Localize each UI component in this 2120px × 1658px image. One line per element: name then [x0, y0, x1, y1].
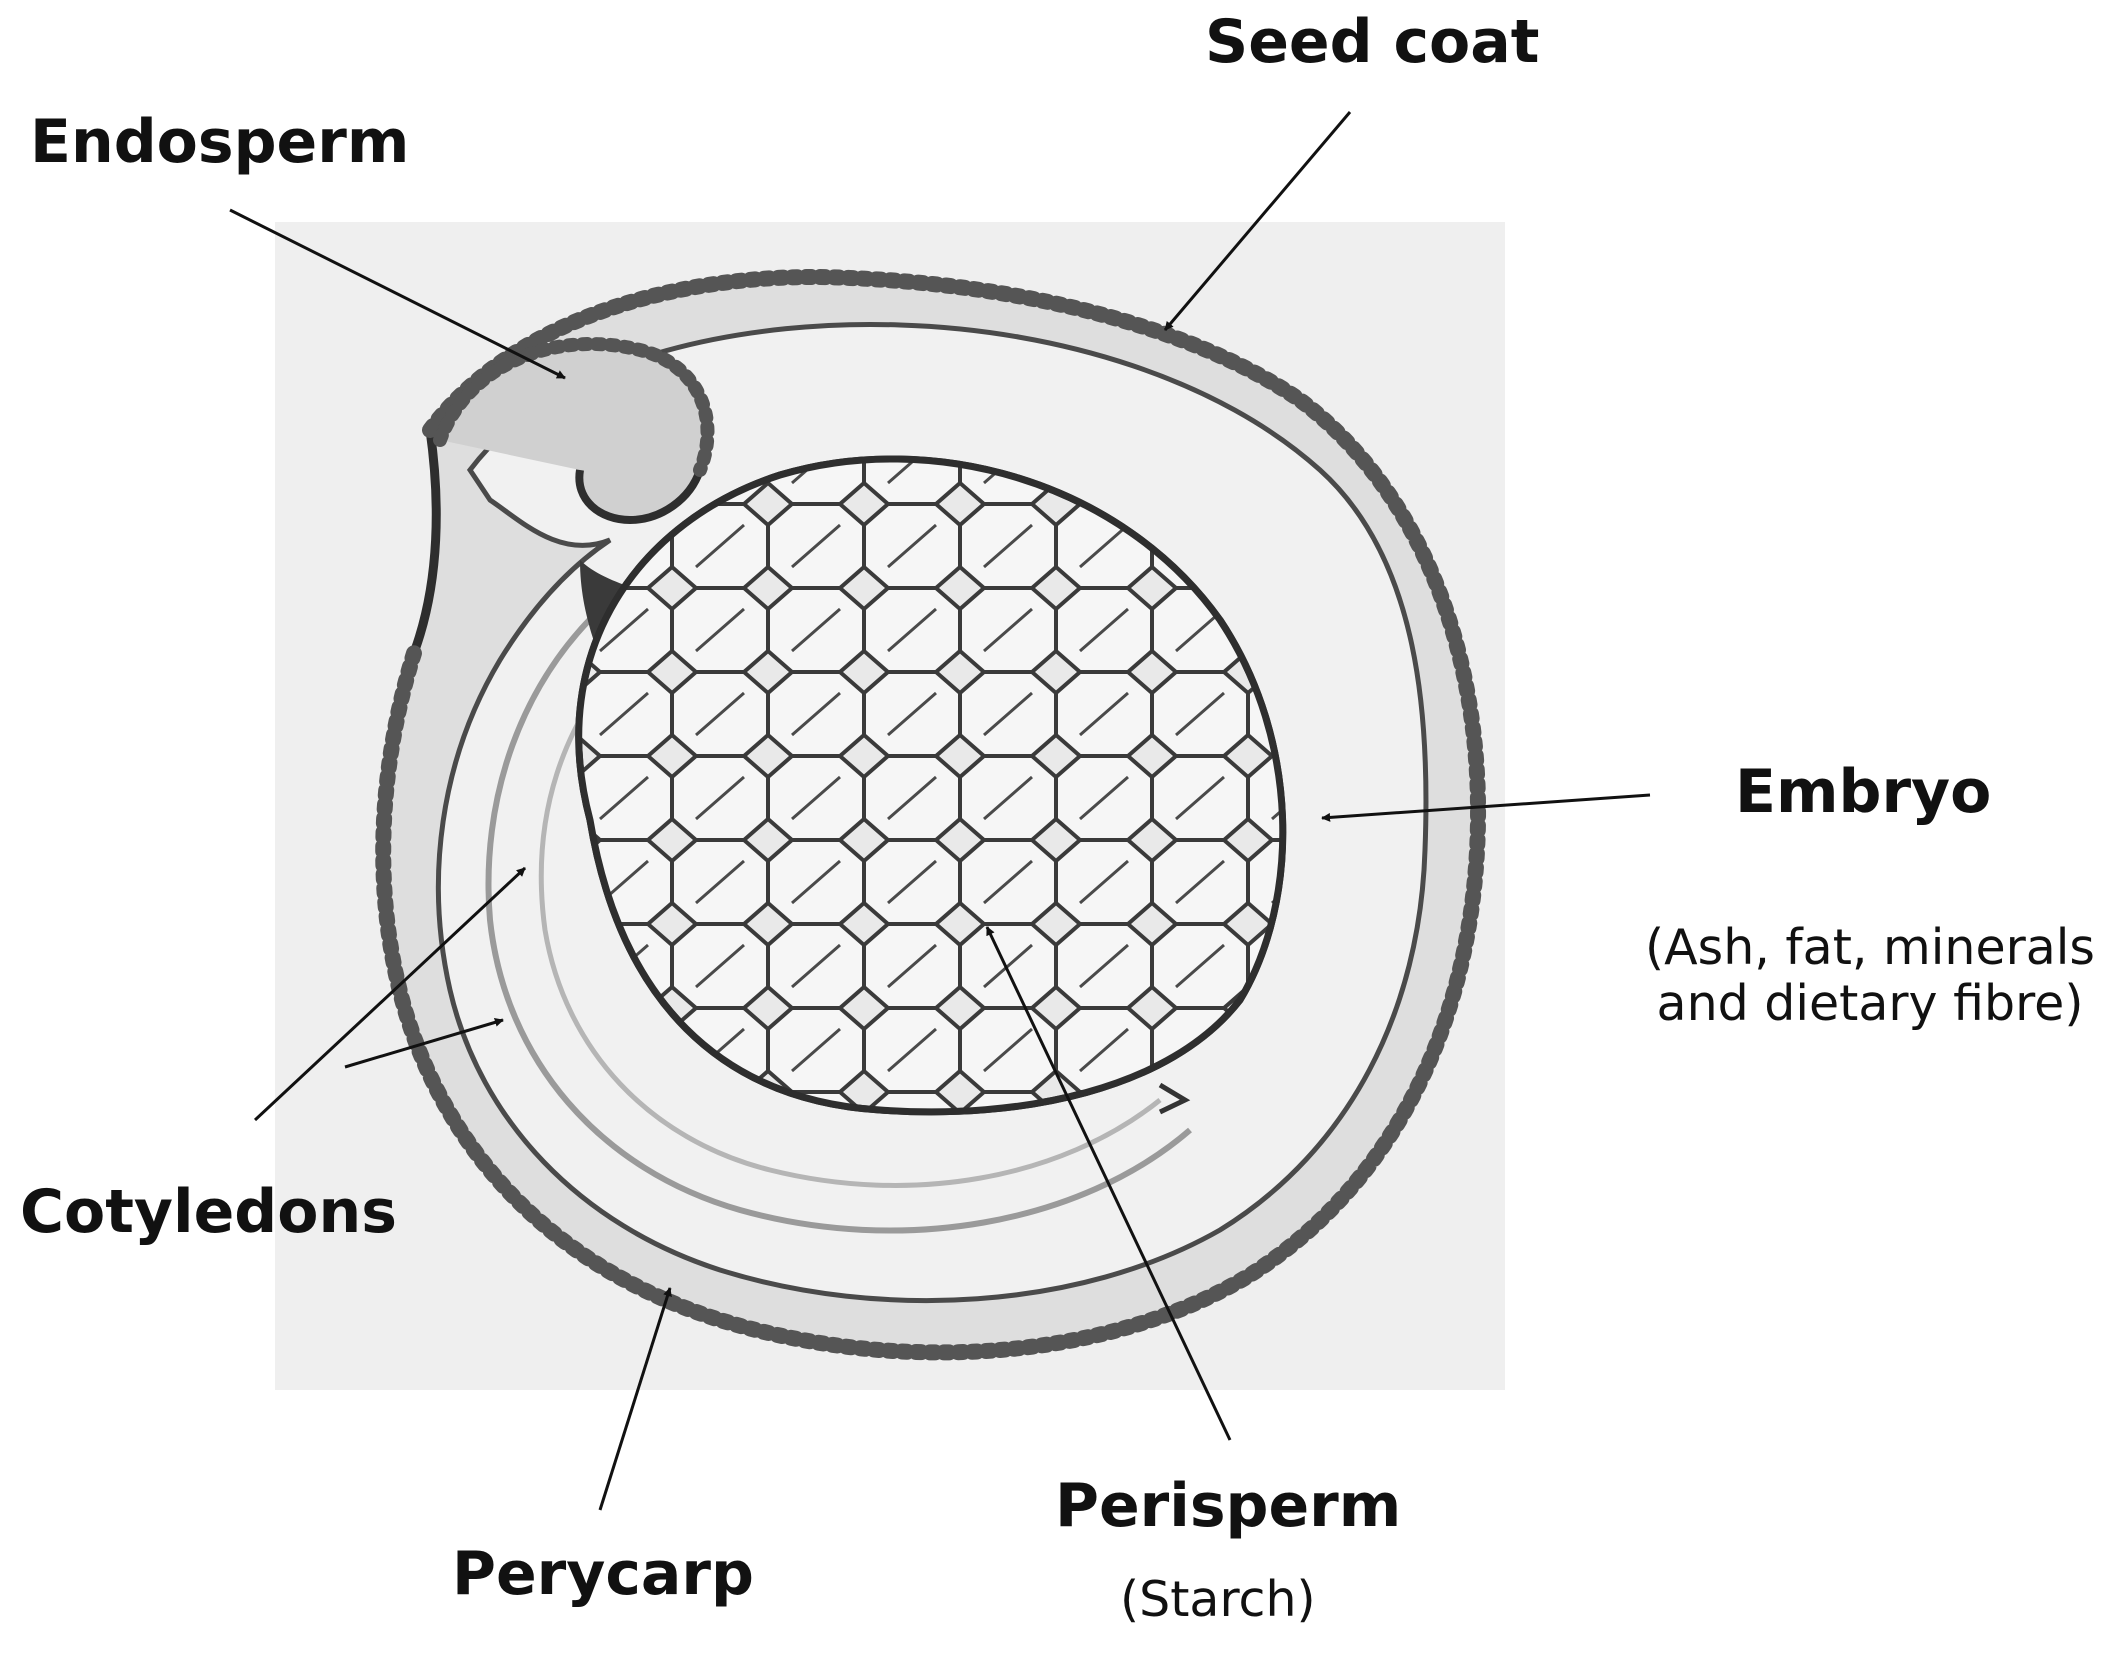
- label-endosperm: Endosperm: [30, 107, 410, 177]
- label-cotyledons: Cotyledons: [20, 1177, 397, 1247]
- perisperm-arrow: [985, 926, 1232, 1441]
- seed-coat-arrow: [1163, 111, 1352, 331]
- perycarp-arrow: [598, 1287, 672, 1511]
- label-embryo-note-line2: and dietary fibre): [1656, 975, 2084, 1033]
- cotyledons-arrow-upper: [253, 866, 527, 1122]
- perisperm-outline: [575, 455, 1287, 1116]
- endosperm-fold-dots: [433, 337, 715, 477]
- embryo-arrow: [1321, 793, 1651, 822]
- cotyledon-band-outer: [485, 597, 1192, 1234]
- perisperm-cells: [578, 458, 1283, 1112]
- label-perisperm-note: (Starch): [1120, 1571, 1316, 1628]
- seed-coat-rim: [375, 269, 1487, 1361]
- label-perisperm: Perisperm: [1055, 1471, 1402, 1541]
- cotyledons-arrow-lower: [344, 1017, 504, 1069]
- label-seed-coat: Seed coat: [1205, 7, 1540, 77]
- label-perycarp: Perycarp: [452, 1539, 754, 1609]
- endosperm-arrow: [229, 208, 566, 380]
- label-embryo: Embryo: [1735, 757, 1992, 827]
- embryo-tip-mark: [1158, 1082, 1191, 1115]
- cotyledon-band-inner: [538, 638, 1162, 1188]
- label-embryo-note-line1: (Ash, fat, minerals: [1645, 919, 2095, 976]
- label-embryo-note: (Ash, fat, minerals and dietary fibre): [1620, 919, 2120, 1033]
